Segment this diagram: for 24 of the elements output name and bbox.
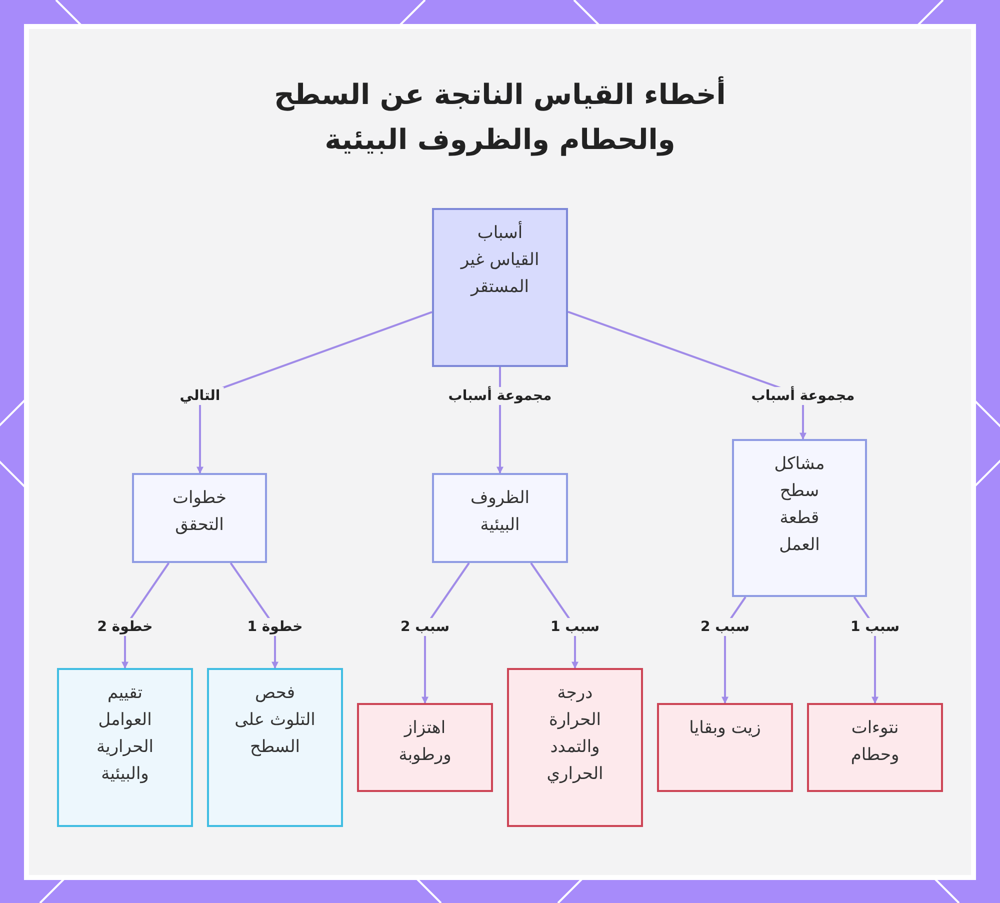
connector-arrow <box>568 310 806 440</box>
node-label: تقييم العوامل الحرارية والبيئية <box>95 682 155 786</box>
process-box <box>132 473 267 563</box>
node-label: مشاكل سطح قطعة العمل <box>773 453 826 557</box>
process-box <box>57 668 193 827</box>
process-box <box>657 703 793 792</box>
node-label: زيت وبقايا <box>689 717 761 740</box>
process-box <box>357 703 493 792</box>
node-label: أسباب القياس غير المستقر <box>459 220 540 299</box>
process-box <box>732 439 867 597</box>
process-box <box>432 473 568 563</box>
connector-arrow <box>196 311 432 474</box>
node-label: درجة الحرارة والتمدد الحراري <box>546 682 604 786</box>
process-box <box>207 668 343 827</box>
node-label: نتوءات وحطام <box>850 717 900 767</box>
process-box <box>432 208 568 367</box>
node-label: الظروف البيئية <box>469 487 531 537</box>
connector-arrow <box>422 562 470 704</box>
node-label: فحص التلوث على السطح <box>234 682 316 759</box>
process-box <box>507 668 643 827</box>
node-label: خطوات التحقق <box>172 487 228 537</box>
node-label: اهتزاز ورطوبة <box>398 717 452 767</box>
diagram-title: أخطاء القياس الناتجة عن السطح والحطام والظروف البيئية <box>273 75 727 158</box>
process-box <box>807 703 943 792</box>
